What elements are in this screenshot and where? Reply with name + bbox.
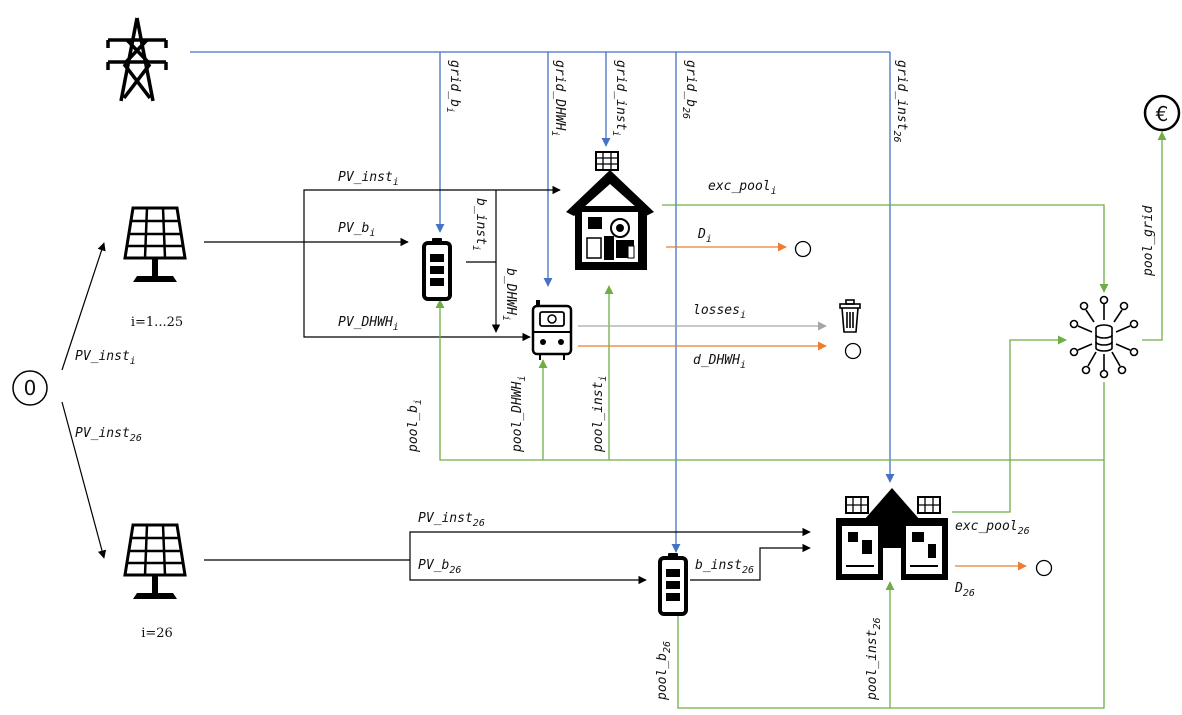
water-heater-icon	[533, 300, 571, 360]
demand-sink-26	[1037, 561, 1052, 576]
label-losses-i: lossesi	[693, 303, 746, 321]
label-d-26: D26	[954, 581, 975, 599]
label-pv-inst-i-house: PV_insti	[338, 170, 399, 188]
label-d-dhwh-i: d_DHWHi	[693, 353, 746, 371]
label-grid-b-26: grid_b26	[680, 60, 698, 119]
label-grid-inst-i: grid_insti	[610, 60, 628, 136]
solar-panel-icon	[125, 208, 185, 282]
trash-icon	[840, 300, 860, 332]
svg-text:€: €	[1156, 102, 1169, 126]
label-pv-b-i: PV_bi	[338, 221, 375, 239]
label-pv-inst-i: PV_insti	[75, 349, 136, 367]
label-pv-inst-26: PV_inst26	[75, 426, 142, 444]
label-b-inst-i: b_insti	[470, 198, 488, 251]
label-grid-inst-26: grid_inst26	[891, 60, 909, 143]
label-exc-pool-26: exc_pool26	[955, 519, 1030, 537]
demand-sink-i	[796, 242, 811, 257]
battery-icon	[424, 238, 450, 299]
origin-node: 0	[13, 371, 47, 405]
label-grid-b-i: grid_bi	[444, 60, 462, 113]
label-pool-grid: pool_grid	[1141, 205, 1156, 277]
label-pool-b-26: pool_b26	[655, 641, 673, 701]
label-b-inst-26: b_inst26	[695, 558, 754, 576]
label-d-i: Di	[697, 227, 712, 245]
svg-text:0: 0	[24, 376, 37, 400]
label-pv-dhwh-i: PV_DHWHi	[338, 315, 399, 333]
label-exc-pool-i: exc_pooli	[708, 179, 777, 197]
label-pv-b-26: PV_b26	[418, 558, 461, 576]
euro-icon: €	[1145, 96, 1179, 130]
label-b-dhwh-i: b_DHWHi	[500, 268, 518, 321]
school-building-icon	[836, 488, 948, 580]
label-pv-inst-26-school: PV_inst26	[418, 511, 485, 529]
house-icon	[566, 152, 654, 270]
battery-icon	[660, 553, 686, 614]
grid-pylon-icon	[108, 18, 166, 101]
label-pool-inst-i: pool_insti	[591, 376, 609, 453]
pv-26-label: i=26	[141, 626, 173, 641]
solar-panel-icon	[125, 525, 185, 599]
dhwh-sink-i	[846, 344, 861, 359]
energy-pool-hub-icon	[1071, 297, 1138, 378]
label-pool-inst-26: pool_inst26	[865, 618, 883, 702]
pv-group-label: i=1...25	[131, 315, 183, 330]
label-pool-dhwh-i: pool_DHWHi	[510, 376, 528, 453]
label-pool-b-i: pool_bi	[406, 399, 424, 453]
label-grid-dhwh-i: grid_DHWHi	[549, 60, 567, 136]
